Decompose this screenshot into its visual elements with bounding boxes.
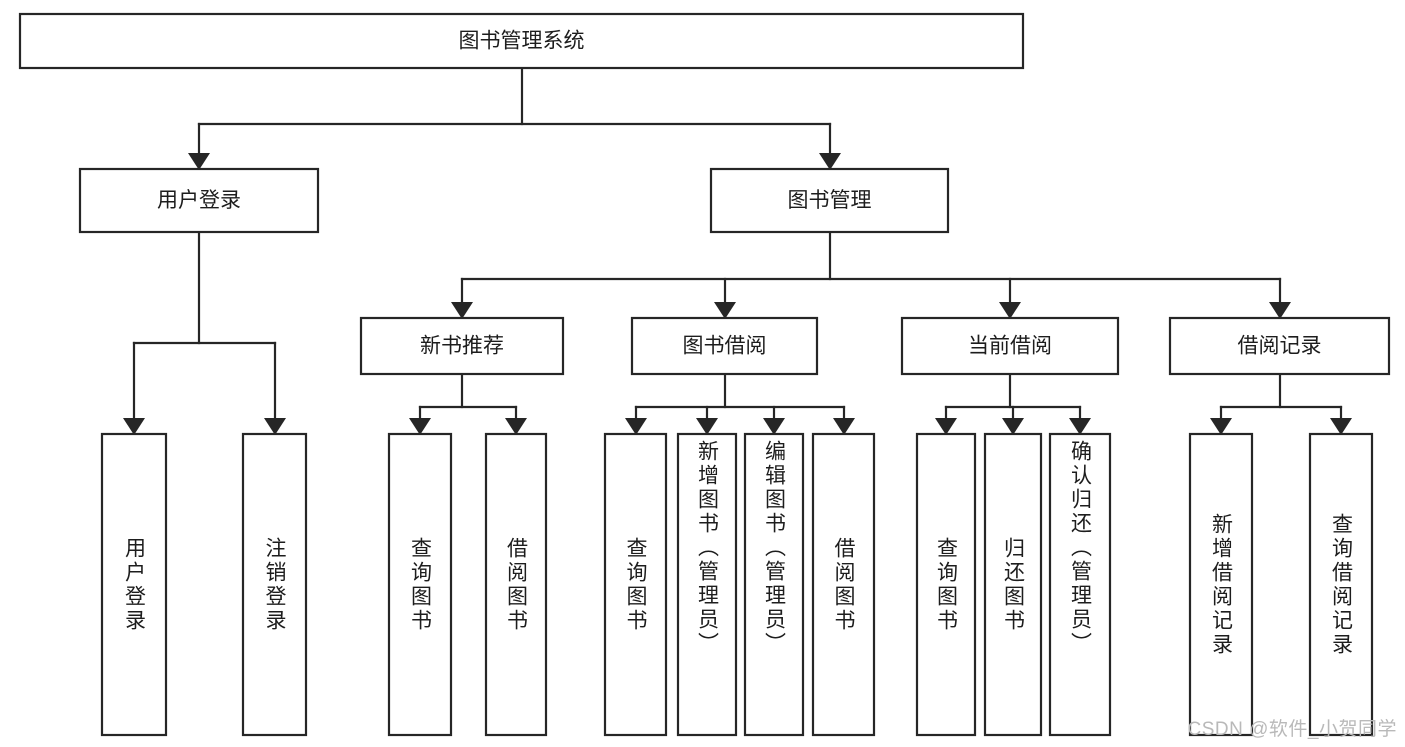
node-box [484,432,548,737]
node-box [359,316,565,376]
node-box [78,167,320,234]
arrow-head-icon [999,302,1021,319]
node-box [915,432,977,737]
node-n-records[interactable]: 借阅记录 [1168,316,1391,376]
node-box [983,432,1043,737]
arrow-head-icon [1069,418,1091,435]
node-n-new-book[interactable]: 新书推荐 [359,316,565,376]
node-box [709,167,950,234]
node-label: 图书借阅 [683,335,767,358]
node-l-cb-return[interactable] [983,432,1043,737]
node-box [387,432,453,737]
arrow-head-icon [1002,418,1024,435]
arrow-head-icon [1210,418,1232,435]
arrow-head-icon [409,418,431,435]
arrow-head-icon [1269,302,1291,319]
node-label: 新书推荐 [420,335,504,358]
arrow-head-icon [505,418,527,435]
node-box [241,432,308,737]
node-n-user-login[interactable]: 用户登录 [78,167,320,234]
connector-group-n-new-book [409,372,527,435]
node-l-bb-borrow[interactable] [811,432,876,737]
node-box [900,316,1120,376]
node-l-rec-query[interactable] [1308,432,1374,737]
node-l-nb-query[interactable] [387,432,453,737]
connector-group-root [188,66,841,170]
node-l-nb-borrow[interactable] [484,432,548,737]
connector-group-n-current [935,372,1091,435]
node-label: 借阅记录 [1238,335,1322,358]
node-box [1048,432,1112,737]
node-n-current[interactable]: 当前借阅 [900,316,1120,376]
node-box [1308,432,1374,737]
node-l-cb-confirm[interactable] [1048,432,1112,737]
node-label: 用户登录 [157,189,241,212]
connector-group-n-user-login [123,230,286,435]
node-l-bb-query[interactable] [603,432,668,737]
arrow-head-icon [123,418,145,435]
connector-group-n-book-mgmt [451,230,1291,319]
arrow-head-icon [833,418,855,435]
node-l-user-logout[interactable] [241,432,308,737]
node-box [1188,432,1254,737]
node-box [100,432,168,737]
arrow-head-icon [714,302,736,319]
node-box [1168,316,1391,376]
node-l-cb-query[interactable] [915,432,977,737]
connector-group-n-borrow [625,372,855,435]
arrow-head-icon [935,418,957,435]
arrow-head-icon [1330,418,1352,435]
node-box [676,432,738,737]
node-label: 图书管理系统 [459,30,585,53]
node-box [630,316,819,376]
arrow-head-icon [819,153,841,170]
node-l-bb-add[interactable] [676,432,738,737]
arrow-head-icon [264,418,286,435]
arrow-head-icon [763,418,785,435]
node-label: 当前借阅 [968,335,1052,358]
node-l-rec-add[interactable] [1188,432,1254,737]
node-box [603,432,668,737]
node-l-user-login[interactable] [100,432,168,737]
node-l-bb-edit[interactable] [743,432,805,737]
arrow-head-icon [451,302,473,319]
node-root[interactable]: 图书管理系统 [18,12,1025,70]
csdn-watermark: CSDN @软件_小贺同学 [1187,719,1397,740]
arrow-head-icon [625,418,647,435]
connector-group-n-records [1210,372,1352,435]
node-box [18,12,1025,70]
node-n-book-mgmt[interactable]: 图书管理 [709,167,950,234]
node-n-borrow[interactable]: 图书借阅 [630,316,819,376]
arrow-head-icon [696,418,718,435]
node-label: 图书管理 [788,189,872,212]
connector-layer [123,66,1352,435]
arrow-head-icon [188,153,210,170]
node-box [811,432,876,737]
node-box [743,432,805,737]
